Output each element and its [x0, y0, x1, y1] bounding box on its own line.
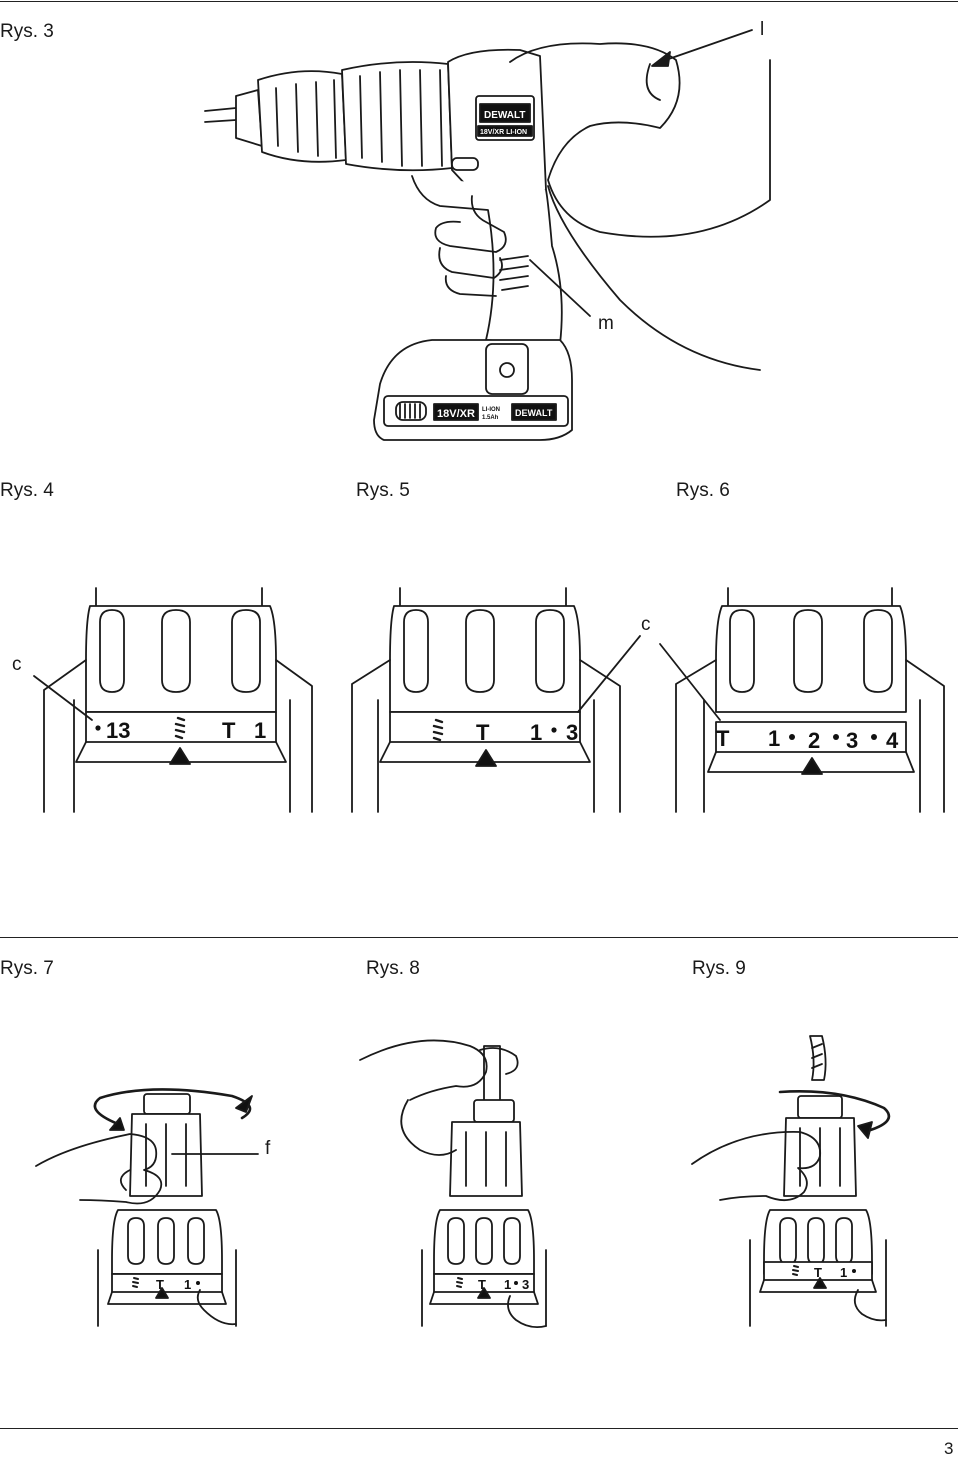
caption-rys-6: Rys. 6: [676, 480, 730, 501]
caption-rys-3: Rys. 3: [0, 21, 54, 42]
callout-f: f: [265, 1138, 271, 1159]
fig5-setting-3: 3: [566, 720, 578, 745]
caption-rys-8: Rys. 8: [366, 958, 420, 979]
callout-c-fig4: c: [12, 654, 22, 675]
battery-badge-text: 18V/XR: [437, 408, 475, 420]
fig6-setting-4: 4: [886, 728, 899, 753]
drill-mode-icon: [174, 716, 186, 740]
figure-8-inserting-bit: T 1 3: [359, 1039, 547, 1329]
bottom-rule: [0, 1428, 958, 1429]
lower-hand: [434, 195, 507, 297]
brand-text: DEWALT: [484, 110, 525, 121]
fig7-setting-1: 1: [184, 1277, 191, 1292]
fig5-pointer: [475, 749, 497, 767]
caption-rys-5: Rys. 5: [356, 480, 410, 501]
battery-brand-text: DEWALT: [515, 408, 553, 418]
fig8-setting-T: T: [478, 1277, 486, 1292]
fig4-setting-1: 1: [254, 718, 266, 743]
figure-6-dial: T 1 2 3 4: [659, 587, 945, 813]
fig7-lower-hand: [196, 1289, 237, 1326]
fig6-setting-1: 1: [768, 726, 780, 751]
fig4-pointer: [169, 747, 191, 765]
battery-chem-text: LI-ION: [482, 407, 500, 413]
callout-c-fig6: c: [641, 614, 651, 635]
fig9-setting-1: 1: [840, 1265, 847, 1280]
figure-9-loosening-chuck: T 1: [691, 1035, 891, 1327]
fig7-setting-T: T: [156, 1277, 164, 1292]
fig8-setting-1: 1: [504, 1277, 511, 1292]
figures-4-6-dial-illustrations: 13 T 1 T 1 3 T 1: [33, 587, 945, 813]
tool-badge-text: 18V/XR LI-ION: [480, 129, 527, 136]
fig6-setting-2: 2: [808, 728, 820, 753]
fig9-setting-T: T: [814, 1265, 822, 1280]
figures-7-9-chuck-illustrations: T 1 T 1 3: [35, 1035, 891, 1329]
callout-l: l: [760, 19, 765, 40]
caption-rys-4: Rys. 4: [0, 480, 54, 501]
fig9-lower-hand: [853, 1289, 887, 1322]
figure-4-dial: 13 T 1: [33, 587, 313, 813]
belt-clip: [485, 343, 529, 395]
battery-capacity-text: 1.5Ah: [482, 415, 499, 421]
figure-7-tightening-chuck: T 1: [35, 1088, 259, 1327]
fig5-setting-T: T: [476, 720, 490, 745]
fig6-setting-3: 3: [846, 728, 858, 753]
fig7-upper-hand: [35, 1133, 163, 1205]
page-number: 3: [944, 1439, 954, 1458]
caption-rys-7: Rys. 7: [0, 958, 54, 979]
top-rule: [0, 1, 958, 2]
fig9-upper-hand: [691, 1131, 822, 1202]
fig4-setting-T: T: [222, 718, 236, 743]
upper-hand: [509, 42, 771, 238]
middle-rule: [0, 937, 958, 938]
caption-rys-9: Rys. 9: [692, 958, 746, 979]
fig6-setting-T: T: [716, 726, 730, 751]
fig4-setting-13: 13: [106, 718, 130, 743]
fig8-upper-hand: [359, 1039, 488, 1101]
fig6-pointer: [801, 757, 823, 775]
figure-3-drill-illustration: DEWALT 18V/XR LI-ION 18V/XR LI-ION 1.5Ah…: [204, 29, 771, 441]
direction-switch: [451, 157, 479, 171]
drill-bit: [204, 107, 237, 123]
fig8-setting-3: 3: [522, 1277, 529, 1292]
callout-m: m: [598, 313, 614, 334]
figure-5-dial: T 1 3: [351, 587, 641, 813]
fig5-setting-1: 1: [530, 720, 542, 745]
fig8-lower-hand: [507, 1295, 547, 1329]
